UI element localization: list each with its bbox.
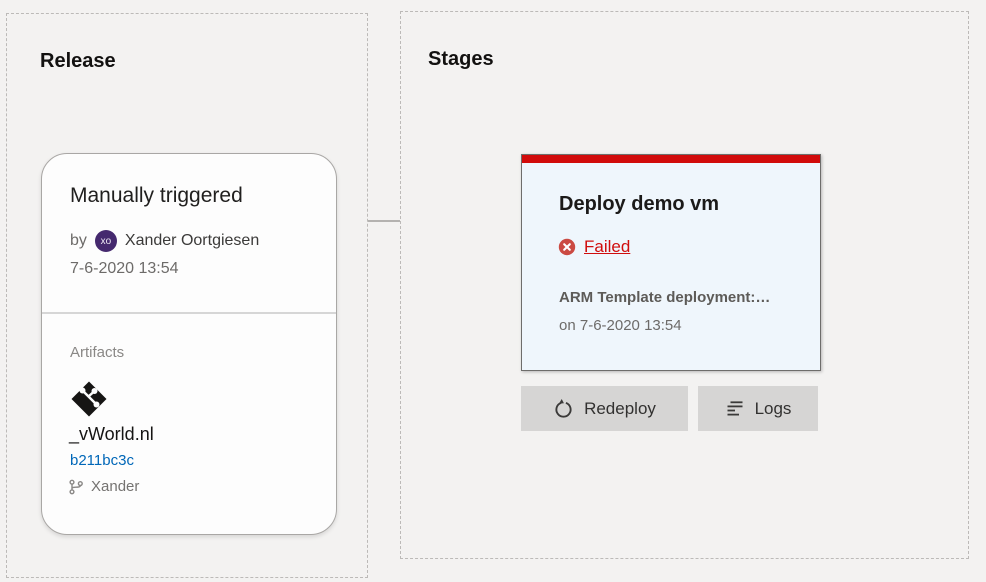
redeploy-button-label: Redeploy bbox=[584, 398, 656, 418]
log-lines-icon bbox=[725, 400, 745, 417]
stages-panel: Stages Deploy demo vm Failed ARM Templat… bbox=[400, 11, 969, 559]
redeploy-button[interactable]: Redeploy bbox=[521, 386, 688, 431]
restart-arrow-icon bbox=[553, 398, 574, 419]
stage-task: ARM Template deployment:… bbox=[559, 289, 771, 306]
by-label: by bbox=[70, 232, 87, 249]
stage-status-row: Failed bbox=[558, 237, 630, 257]
commit-link[interactable]: b211bc3c bbox=[70, 452, 134, 469]
card-divider bbox=[42, 312, 336, 314]
branch-name: Xander bbox=[91, 478, 140, 495]
release-panel: Release Manually triggered by xo Xander … bbox=[6, 13, 368, 578]
release-trigger-title: Manually triggered bbox=[70, 184, 243, 207]
stage-card[interactable]: Deploy demo vm Failed ARM Template deplo… bbox=[521, 154, 821, 371]
stage-title: Deploy demo vm bbox=[559, 193, 720, 215]
avatar: xo bbox=[94, 230, 117, 252]
release-card: Manually triggered by xo Xander Oortgies… bbox=[41, 153, 337, 535]
release-panel-title: Release bbox=[40, 50, 116, 72]
git-branch-icon bbox=[68, 479, 84, 495]
logs-button[interactable]: Logs bbox=[698, 386, 818, 431]
release-date: 7-6-2020 13:54 bbox=[70, 260, 179, 277]
author-name: Xander Oortgiesen bbox=[124, 232, 260, 249]
artifact-name: _vWorld.nl bbox=[69, 424, 154, 444]
stages-panel-title: Stages bbox=[428, 48, 494, 70]
failed-status-link[interactable]: Failed bbox=[584, 237, 631, 256]
stage-timestamp: on 7-6-2020 13:54 bbox=[559, 317, 682, 334]
release-author-row: by xo Xander Oortgiesen bbox=[70, 230, 259, 252]
logs-button-label: Logs bbox=[754, 398, 792, 418]
branch-row: Xander bbox=[68, 478, 139, 495]
git-logo-icon bbox=[70, 380, 108, 418]
stage-actions: Redeploy Logs bbox=[521, 386, 818, 431]
failed-circle-x-icon bbox=[558, 238, 576, 256]
artifacts-label: Artifacts bbox=[70, 344, 125, 361]
stage-status-bar bbox=[522, 155, 820, 163]
